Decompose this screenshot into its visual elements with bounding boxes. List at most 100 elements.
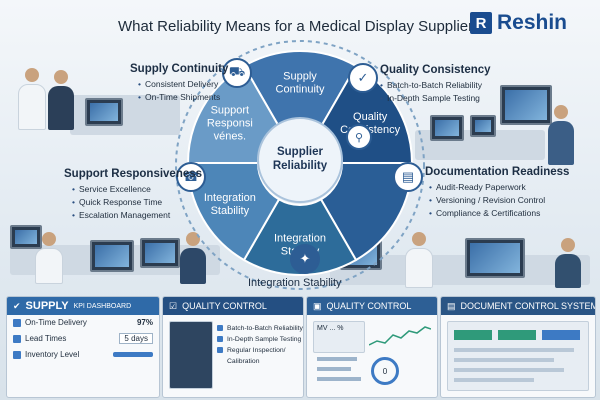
qc-item: In-Depth Sample Testing bbox=[227, 336, 302, 343]
kpi-value: 5 days bbox=[119, 333, 153, 344]
doc-line bbox=[454, 358, 554, 362]
callout-docs-heading: Documentation Readiness bbox=[425, 166, 570, 178]
technician-figure-lower bbox=[405, 232, 433, 288]
wheel-segment-label: Quality bbox=[353, 111, 388, 123]
checkbox-icon bbox=[217, 347, 223, 354]
panel-supply-kpi: ✔ SUPPLY KPI DASHBOARD On-Time Delivery … bbox=[6, 296, 160, 398]
left-monitor bbox=[85, 98, 123, 126]
panel-supply-header: ✔ SUPPLY KPI DASHBOARD bbox=[7, 297, 159, 315]
doc-line bbox=[454, 378, 534, 382]
callout-support: Support Responsiveness Service Excellenc… bbox=[64, 168, 202, 223]
center-circle bbox=[257, 117, 343, 203]
doc-tab bbox=[542, 330, 580, 340]
qc-list: Batch-to-Batch Reliability In-Depth Samp… bbox=[217, 323, 303, 367]
qc-item: Calibration bbox=[227, 358, 260, 365]
center-label-line-1: Supplier bbox=[277, 146, 324, 158]
checkbox-icon bbox=[217, 336, 223, 343]
wheel-segment bbox=[319, 162, 414, 262]
panel-quality-control-2: ▣ QUALITY CONTROL MV ... % 0 bbox=[306, 296, 438, 398]
wheel-segment-label: vénes. bbox=[214, 131, 246, 143]
lower-left-monitor-1 bbox=[10, 225, 42, 249]
logo-mark-icon: R bbox=[470, 12, 492, 34]
outer-dashed-ring bbox=[175, 40, 425, 290]
callout-supply-heading: Supply Continuity bbox=[130, 63, 229, 75]
qc2-bar bbox=[317, 367, 351, 371]
panel-docs-title: DOCUMENT CONTROL SYSTEM bbox=[460, 301, 596, 311]
qc-screen bbox=[169, 321, 213, 389]
callout-support-heading: Support Responsiveness bbox=[64, 168, 203, 180]
checkbox-icon bbox=[13, 334, 21, 343]
qc2-gauge: 0 bbox=[371, 357, 399, 385]
panel-quality-control-1: ☑ QUALITY CONTROL Batch-to-Batch Reliabi… bbox=[162, 296, 304, 398]
callout-integration-heading: Integration Stability bbox=[248, 277, 342, 289]
qc-item: Batch-to-Batch Reliability bbox=[227, 325, 303, 332]
checkbox-icon bbox=[13, 318, 21, 327]
lower-left-monitor-2 bbox=[90, 240, 134, 272]
center-label-line-2: Reliability bbox=[273, 160, 328, 172]
wheel-segment-label: Responsi bbox=[207, 118, 253, 130]
wheel-segment-label: Integration bbox=[274, 233, 326, 245]
kpi-label: On-Time Delivery bbox=[25, 318, 87, 327]
technician-figure-left bbox=[35, 232, 63, 284]
kpi-row: Lead Times 5 days bbox=[7, 330, 159, 347]
folder-icon: ▤ bbox=[447, 300, 456, 311]
inventory-bar bbox=[113, 352, 153, 357]
wheel-segment-label: Stability bbox=[211, 205, 250, 217]
kpi-label: Inventory Level bbox=[25, 350, 80, 359]
doc-line bbox=[454, 348, 574, 352]
right-monitor-2 bbox=[470, 115, 496, 137]
panel-supply-subtitle: KPI DASHBOARD bbox=[73, 302, 132, 310]
callout-docs-item: Versioning / Revision Control bbox=[429, 195, 569, 205]
panel-supply-title: SUPPLY bbox=[25, 300, 69, 312]
panel-quality1-title: QUALITY CONTROL bbox=[182, 301, 267, 311]
operator-figure bbox=[180, 232, 206, 284]
monitor-icon: ▣ bbox=[313, 300, 322, 311]
wheel-segment-label: Supply bbox=[283, 71, 317, 83]
panel-document-control: ▤ DOCUMENT CONTROL SYSTEM bbox=[440, 296, 596, 398]
wheel-segment-label: Continuity bbox=[276, 84, 325, 96]
document-icon: ▤ bbox=[393, 162, 423, 192]
qc-item: Regular Inspection/ bbox=[227, 347, 286, 354]
callout-supply-item: On-Time Shipments bbox=[138, 92, 228, 102]
qc2-bar bbox=[317, 377, 361, 381]
lower-left-monitor-3 bbox=[140, 238, 180, 268]
callout-supply: Supply Continuity Consistent Delivery On… bbox=[130, 63, 228, 105]
right-monitor-1 bbox=[430, 115, 464, 141]
truck-icon: ⛟ bbox=[222, 58, 252, 88]
network-icon: ✦ bbox=[290, 244, 320, 274]
callout-quality-heading: Quality Consistency bbox=[380, 64, 491, 76]
wheel-segment bbox=[242, 198, 358, 276]
magnifier-icon: ⚲ bbox=[346, 124, 372, 150]
kpi-label: Lead Times bbox=[25, 334, 67, 343]
callout-support-item: Quick Response Time bbox=[72, 197, 202, 207]
kpi-value: 97% bbox=[136, 318, 153, 327]
logo-name: Reshin bbox=[497, 11, 568, 34]
qc2-screen: MV ... % bbox=[313, 321, 365, 353]
wheel-segment-label: Support bbox=[211, 105, 250, 117]
doctor-figure bbox=[18, 68, 46, 130]
check-circle-icon: ✔ bbox=[13, 300, 21, 311]
qc2-screen-text: MV ... % bbox=[317, 325, 344, 332]
technician-figure-right bbox=[548, 105, 574, 165]
quality-check-icon: ✓ bbox=[348, 63, 378, 93]
doc-line bbox=[454, 368, 564, 372]
reviewer-figure bbox=[555, 238, 581, 288]
callout-docs: Documentation Readiness Audit-Ready Pape… bbox=[425, 166, 569, 221]
page-title: What Reliability Means for a Medical Dis… bbox=[118, 18, 474, 35]
callout-quality-item: Batch-to-Batch Reliability bbox=[380, 80, 491, 90]
qc2-bar bbox=[317, 357, 357, 361]
panel-quality1-header: ☑ QUALITY CONTROL bbox=[163, 297, 303, 315]
checkbox-icon bbox=[13, 350, 21, 359]
callout-quality: Quality Consistency Batch-to-Batch Relia… bbox=[380, 64, 491, 106]
callout-quality-item: In-Depth Sample Testing bbox=[380, 93, 491, 103]
callout-docs-item: Compliance & Certifications bbox=[429, 208, 569, 218]
callout-supply-item: Consistent Delivery bbox=[138, 79, 228, 89]
lower-right-monitor-2 bbox=[465, 238, 525, 278]
callout-support-item: Escalation Management bbox=[72, 210, 202, 220]
checkbox-icon bbox=[217, 325, 223, 332]
wheel-segment-label: Integration bbox=[204, 192, 256, 204]
check-square-icon: ☑ bbox=[169, 300, 178, 311]
qc2-line-chart bbox=[369, 326, 431, 346]
panel-quality2-header: ▣ QUALITY CONTROL bbox=[307, 297, 437, 315]
